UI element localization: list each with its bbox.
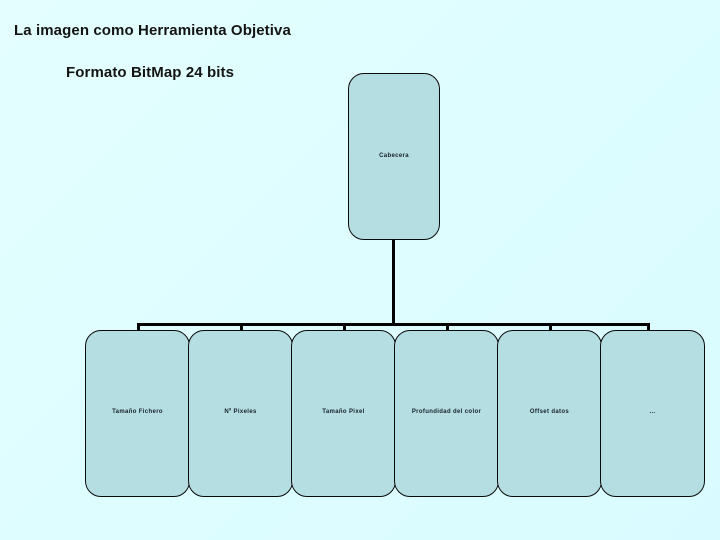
node-root-label: Cabecera: [379, 152, 409, 159]
node-root-cabecera[interactable]: Cabecera: [348, 73, 440, 240]
connector-drop-1: [240, 323, 243, 333]
connector-drop-0: [137, 323, 140, 333]
node-child-label-0: Tamaño Fichero: [112, 408, 163, 415]
slide-title: La imagen como Herramienta Objetiva: [14, 22, 291, 39]
node-child-label-5: ...: [649, 408, 656, 415]
connector-horizontal-bus: [137, 323, 650, 326]
connector-drop-3: [446, 323, 449, 333]
slide-subtitle: Formato BitMap 24 bits: [66, 64, 235, 81]
node-child-label-4: Offset datos: [529, 408, 570, 415]
node-child-profundidad-del-color[interactable]: Profundidad del color: [394, 330, 499, 497]
connector-trunk-vertical: [392, 240, 395, 326]
node-child-label-2: Tamaño Pixel: [322, 408, 365, 415]
node-child-numero-pixeles[interactable]: Nº Pixeles: [188, 330, 293, 497]
node-child-tamano-pixel[interactable]: Tamaño Pixel: [291, 330, 396, 497]
connector-drop-4: [549, 323, 552, 333]
node-child-offset-datos[interactable]: Offset datos: [497, 330, 602, 497]
node-child-label-1: Nº Pixeles: [224, 408, 257, 415]
connector-drop-5: [647, 323, 650, 333]
node-child-ellipsis[interactable]: ...: [600, 330, 705, 497]
connector-drop-2: [343, 323, 346, 333]
node-child-tamano-fichero[interactable]: Tamaño Fichero: [85, 330, 190, 497]
node-child-label-3: Profundidad del color: [411, 408, 482, 415]
